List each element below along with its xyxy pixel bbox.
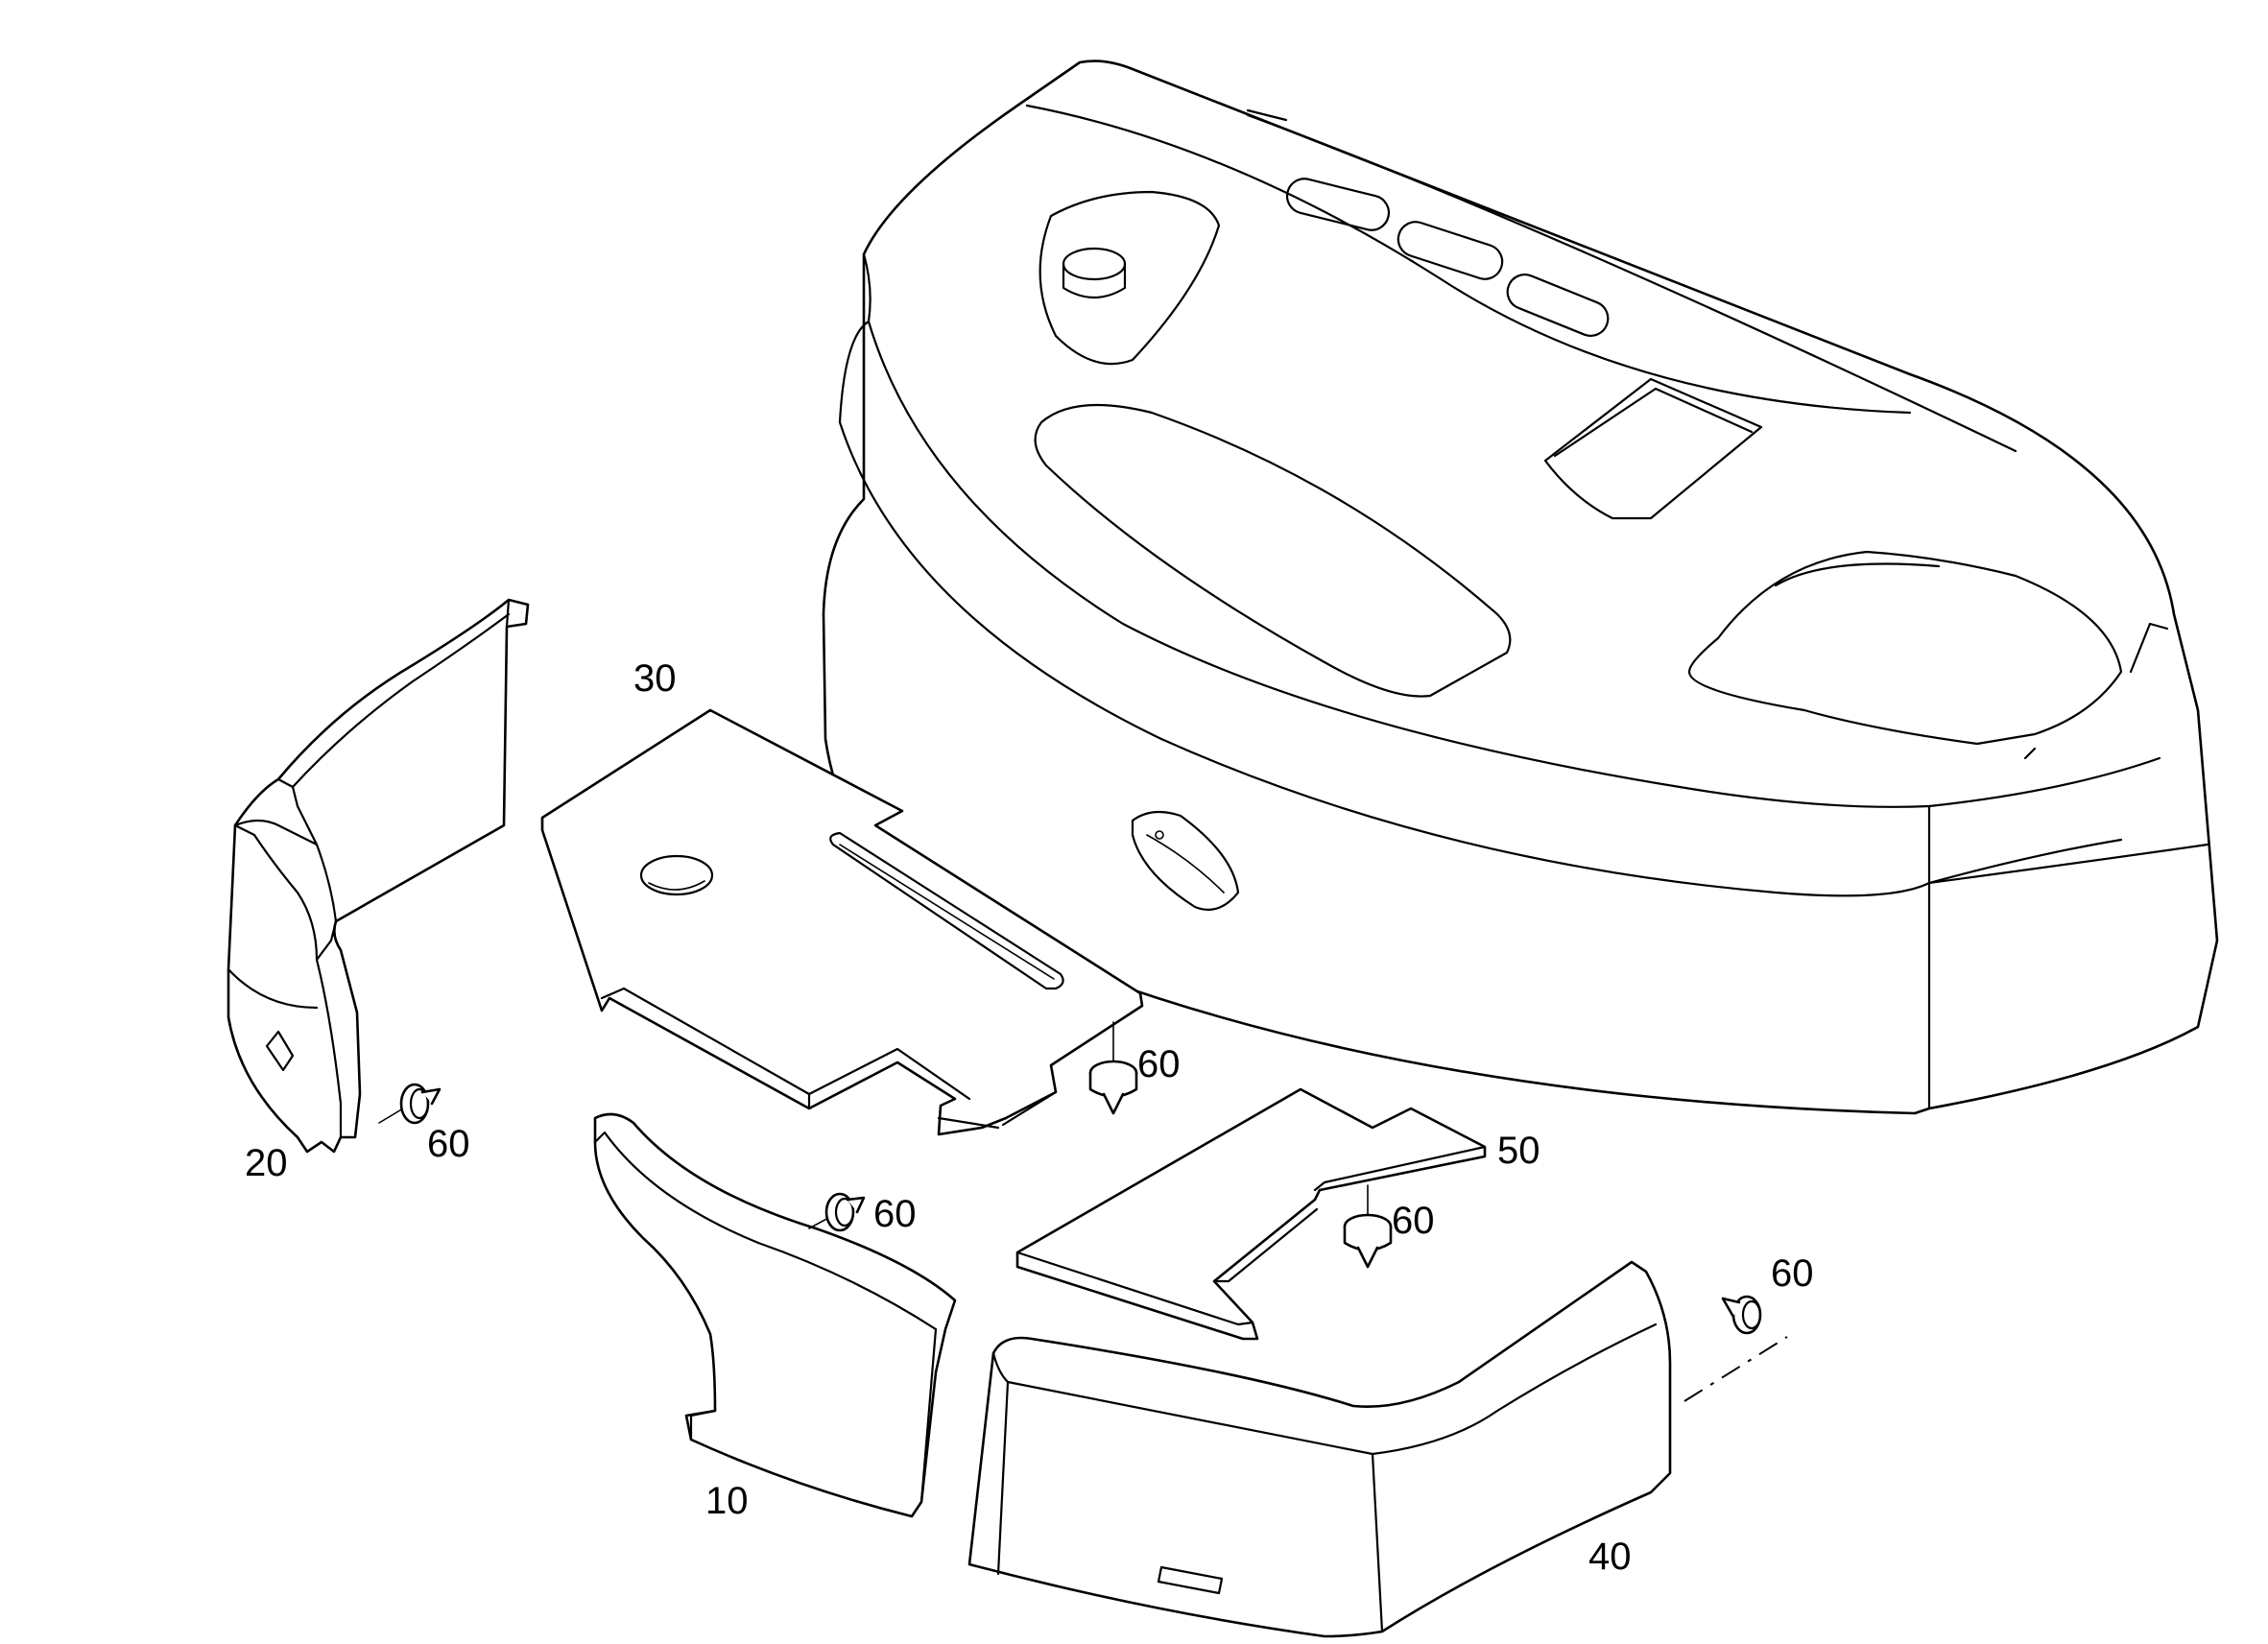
part-50-plate	[1015, 1087, 1487, 1341]
fastener-b	[378, 1083, 442, 1125]
callout-30: 30	[633, 657, 677, 700]
fastener-c	[808, 1192, 866, 1232]
part-40-front-cover	[967, 1260, 1672, 1638]
fastener-d	[1343, 1184, 1393, 1269]
fastener-e	[1683, 1295, 1788, 1402]
part-30-mat	[540, 708, 1144, 1136]
fastener-a	[1088, 1021, 1138, 1115]
main-housing	[822, 60, 2219, 1115]
part-10-front-cover	[593, 1112, 957, 1518]
callout-60-d: 60	[1392, 1200, 1435, 1242]
callout-60-b: 60	[427, 1123, 470, 1165]
callout-40: 40	[1588, 1536, 1632, 1578]
callout-10: 10	[705, 1480, 749, 1522]
part-20-left-cap	[227, 598, 530, 1154]
callout-50: 50	[1497, 1130, 1540, 1172]
callout-60-a: 60	[1137, 1043, 1181, 1085]
callout-60-e: 60	[1771, 1252, 1814, 1295]
callout-20: 20	[245, 1142, 288, 1184]
callout-60-c: 60	[873, 1193, 917, 1235]
